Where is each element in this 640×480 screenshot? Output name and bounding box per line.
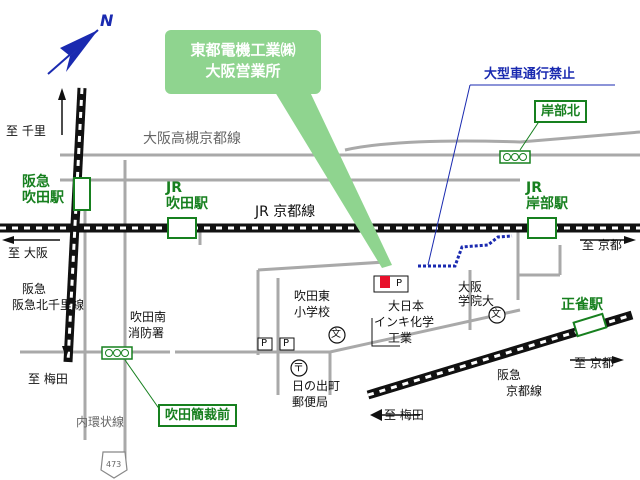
jr-suita-label-2: 吹田駅 [166, 196, 208, 212]
jr-kyoto-line-label: JR 京都線 [255, 204, 316, 220]
shojaku-label: 正雀駅 [561, 297, 603, 313]
dainippon-label-3: 工業 [388, 331, 413, 345]
hankyu-suita-label-2: 吹田駅 [22, 190, 64, 206]
compass-icon [47, 29, 99, 75]
office-marker [380, 276, 390, 288]
arrow-umeda-1 [62, 346, 70, 358]
office-building [373, 275, 409, 293]
route-shield [100, 451, 128, 479]
direction-arrows [2, 88, 636, 421]
school-label-2: 小学校 [294, 305, 331, 319]
arrow-umeda-2 [370, 409, 382, 421]
road-upper-right [344, 130, 640, 152]
jr-kishibe-label-1: JR [526, 180, 542, 196]
to-umeda-label-1: 至 梅田 [28, 372, 68, 386]
jr-suita-label-1: JR [166, 180, 182, 196]
hankyu-suita-station-box [73, 177, 91, 211]
dainippon-label-1: 大日本 [388, 299, 425, 313]
hankyu-senri-line-dash [66, 87, 84, 363]
hankyu-suita-label-1: 阪急 [22, 174, 50, 190]
to-senri-label: 至 千里 [6, 124, 46, 138]
to-kyoto-label-1: 至 京都 [582, 238, 622, 252]
office-name: 大阪営業所 [205, 62, 281, 80]
jr-kishibe-label-2: 岸部駅 [526, 196, 568, 212]
arrow-kyoto-2 [612, 356, 624, 364]
no-large-vehicles-notice: 大型車通行禁止 [484, 67, 576, 82]
post-office-label-1: 日の出町 [292, 379, 341, 393]
parking-box-1 [257, 337, 273, 351]
inner-ring-road-label: 内環状線 [76, 415, 125, 429]
signal-icon-suita [101, 346, 133, 360]
post-symbol-circle [290, 359, 308, 377]
kishibe-kita-intersection: 岸部北 [534, 100, 588, 123]
callout-pointer [275, 92, 392, 268]
school-label-1: 吹田東 [294, 289, 331, 303]
school-symbol-circle [328, 326, 346, 344]
hankyu-kyoto-line-label-2: 京都線 [506, 384, 543, 398]
university-symbol: 文 [491, 309, 501, 320]
university-label-2: 学院大 [458, 294, 495, 308]
post-symbol: 〒 [293, 361, 304, 374]
company-name: 東都電機工業㈱ [190, 41, 296, 59]
arrow-kyoto-1 [624, 236, 636, 244]
dainippon-label-2: インキ化学 [374, 315, 435, 329]
route-number-label: 473 [106, 460, 122, 469]
suita-sakusaimae-intersection: 吹田簡裁前 [158, 404, 238, 427]
restricted-leader-line [427, 84, 471, 266]
parking-label-1: P [261, 338, 268, 349]
road-lower [175, 308, 521, 354]
parking-label-office: P [396, 278, 403, 289]
to-kyoto-label-2: 至 京都 [574, 356, 614, 370]
fire-station-label-1: 吹田南 [130, 310, 167, 324]
hankyu-senri-line-label: 阪急北千里線 [12, 298, 85, 312]
arrow-osaka [2, 236, 14, 244]
hankyu-kyoto-line-label-1: 阪急 [497, 368, 522, 382]
jr-kishibe-station-box [527, 217, 557, 239]
hankyu-senri-line-label-1: 阪急 [22, 282, 47, 296]
road-to-office [257, 260, 386, 272]
shojaku-station-box [572, 312, 608, 338]
jr-suita-station-box [167, 217, 197, 239]
office-callout: 東都電機工業㈱ 大阪営業所 [165, 30, 321, 94]
university-symbol-circle [488, 306, 506, 324]
parking-label-2: P [283, 338, 290, 349]
post-office-label-2: 郵便局 [292, 395, 329, 409]
university-label-1: 大阪 [458, 280, 483, 294]
factory-bracket [371, 318, 400, 347]
arrow-senri [58, 88, 66, 100]
osaka-takatsuki-kyoto-line-label: 大阪高槻京都線 [143, 131, 241, 147]
to-umeda-label-2: 至 梅田 [384, 408, 424, 422]
road-network [20, 130, 640, 460]
signal-icon-kishibe [499, 150, 531, 164]
parking-box-2 [279, 337, 295, 351]
to-osaka-label: 至 大阪 [8, 246, 48, 260]
compass-north-label: N [100, 11, 114, 30]
school-symbol: 文 [331, 329, 341, 340]
fire-station-label-2: 消防署 [128, 326, 165, 340]
restricted-road [418, 234, 513, 268]
